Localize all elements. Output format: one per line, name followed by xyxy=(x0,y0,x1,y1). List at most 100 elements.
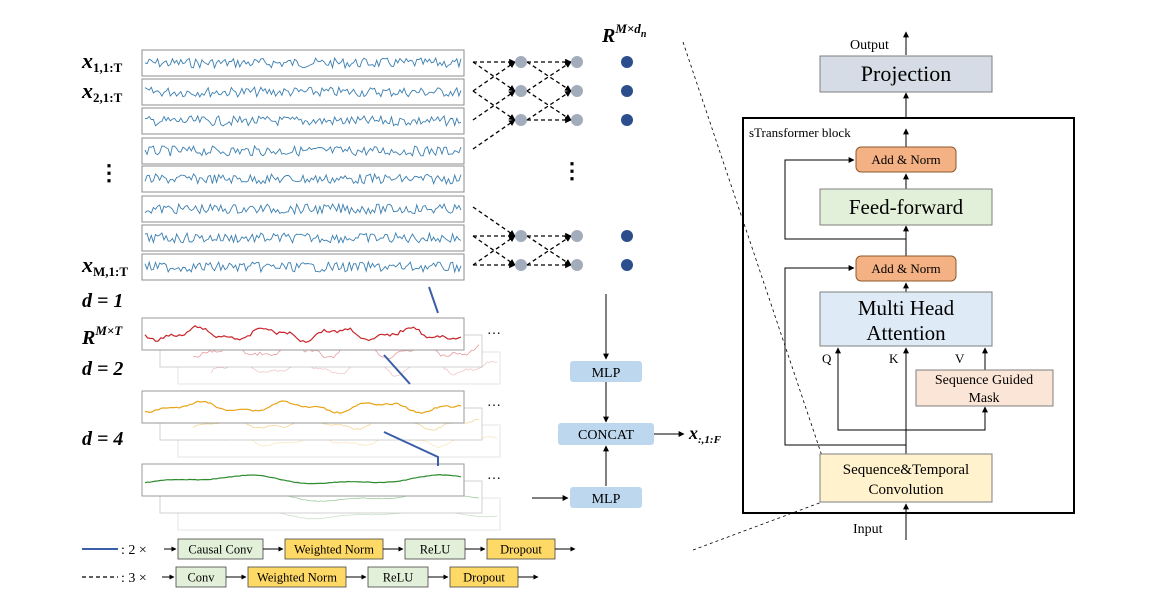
dashed-conv-arrow xyxy=(526,61,572,92)
hidden-node xyxy=(515,259,527,271)
q-label: Q xyxy=(822,351,832,366)
dashed-conv-arrow xyxy=(526,235,572,266)
embedding-node xyxy=(621,56,633,68)
series-label-first: x1,1:T xyxy=(81,48,123,75)
embedding-node xyxy=(621,230,633,242)
seq-temporal-conv-box xyxy=(819,453,993,503)
series-row xyxy=(141,224,465,252)
legend-block-label: ReLU xyxy=(420,543,451,557)
legend-row1-mult: : 2 × xyxy=(121,543,147,558)
concat-box xyxy=(558,423,654,445)
series-line xyxy=(144,202,462,216)
legend-block-label: Causal Conv xyxy=(188,543,253,557)
series-row xyxy=(141,137,465,165)
dashed-conv-arrow xyxy=(472,235,516,266)
zoom-line-top xyxy=(682,41,823,457)
hidden-node xyxy=(515,230,527,242)
feed-forward-label: Feed-forward xyxy=(849,195,964,219)
mlp-bottom-box xyxy=(570,487,642,508)
dashed-conv-arrow xyxy=(526,235,572,266)
dilation-d2-label: d = 2 xyxy=(82,358,123,380)
hidden-node xyxy=(571,85,583,97)
output-label: Output xyxy=(850,38,889,53)
hidden-node xyxy=(571,56,583,68)
add-norm-bottom-box xyxy=(855,255,957,282)
dashed-conv-arrow xyxy=(526,90,572,121)
aggregation-path: MLP CONCAT MLP x:,1:F xyxy=(532,294,722,508)
legend-block-label: Weighted Norm xyxy=(294,543,374,557)
series-row xyxy=(141,107,465,135)
legend-row2-mult: : 3 × xyxy=(121,571,147,586)
stack-ellipsis-d2: … xyxy=(487,395,501,410)
projection-label: Projection xyxy=(861,61,951,86)
series-line xyxy=(144,260,462,274)
legend-block-label: Weighted Norm xyxy=(257,571,337,585)
hidden-node xyxy=(515,114,527,126)
series-line xyxy=(144,144,462,157)
dilation-stack xyxy=(141,390,501,458)
dashed-conv-arrow xyxy=(472,90,516,121)
hidden-node xyxy=(515,85,527,97)
hidden-node xyxy=(571,230,583,242)
embedding-matrix-label: RM×dn xyxy=(601,21,647,47)
dashed-conv-arrow xyxy=(472,119,516,150)
mask-label-line1: Sequence Guided xyxy=(935,373,1033,388)
series-vdots: ⋮ xyxy=(98,160,120,185)
series-frame xyxy=(141,253,465,281)
dashed-conv-arrow xyxy=(472,206,516,237)
stack-ellipsis-d4: … xyxy=(487,468,501,483)
series-label-last: xM,1:T xyxy=(81,252,128,279)
feed-forward-box xyxy=(819,188,993,226)
input-series-group: x1,1:T x2,1:T ⋮ xM,1:T xyxy=(81,48,465,281)
block-title: sTransformer block xyxy=(749,125,851,140)
feature-map-frame xyxy=(141,317,465,351)
dashed-conv-arrow xyxy=(472,90,516,121)
series-row xyxy=(141,165,465,193)
embedding-vdots: ⋮ xyxy=(561,158,583,183)
dashed-conv-arrow xyxy=(472,61,516,92)
conv-label-line1: Sequence&Temporal xyxy=(843,462,969,478)
dashed-conv-arrow xyxy=(526,90,572,121)
series-line xyxy=(144,85,462,99)
series-row xyxy=(141,78,465,106)
series-row xyxy=(141,49,465,77)
mha-label-line2: Attention xyxy=(866,321,946,345)
feature-map-line xyxy=(144,473,462,485)
dilation-matrix-label: RM×T xyxy=(81,323,123,349)
add-norm-top-box xyxy=(855,146,957,173)
hidden-node xyxy=(515,56,527,68)
dashed-conv-arrow xyxy=(526,61,572,92)
series-row xyxy=(141,253,465,281)
feature-map-line xyxy=(210,434,498,448)
feature-map-line xyxy=(144,325,462,343)
stransformer-panel: Output Projection sTransformer block Add… xyxy=(742,31,1075,540)
embedding-node xyxy=(621,85,633,97)
series-row xyxy=(141,195,465,223)
series-line xyxy=(144,56,462,70)
legend-block-label: Conv xyxy=(187,571,215,585)
embedding-node xyxy=(621,259,633,271)
embedding-node xyxy=(621,114,633,126)
zoom-line-bottom xyxy=(692,501,823,551)
add-norm-bottom-label: Add & Norm xyxy=(871,261,940,276)
dashed-conv-arrow xyxy=(472,61,516,92)
feature-map-line xyxy=(144,400,462,414)
mlp-top-box xyxy=(570,361,642,382)
series-frame xyxy=(141,195,465,223)
output-variable: x:,1:F xyxy=(688,423,722,446)
series-frame xyxy=(141,165,465,193)
dilation-stacks xyxy=(141,317,501,531)
dilation-stack xyxy=(141,317,501,385)
dashed-conv-arrow xyxy=(472,235,516,266)
concat-label: CONCAT xyxy=(578,428,634,443)
mha-label-line1: Multi Head xyxy=(858,296,955,320)
legend-block-label: Dropout xyxy=(463,571,505,585)
multi-head-attention-box xyxy=(819,291,993,347)
sequence-guided-mask-box xyxy=(915,369,1054,407)
legend-block-label: ReLU xyxy=(383,571,414,585)
mask-label-line2: Mask xyxy=(968,391,999,406)
hidden-node xyxy=(571,259,583,271)
series-line xyxy=(144,172,462,186)
